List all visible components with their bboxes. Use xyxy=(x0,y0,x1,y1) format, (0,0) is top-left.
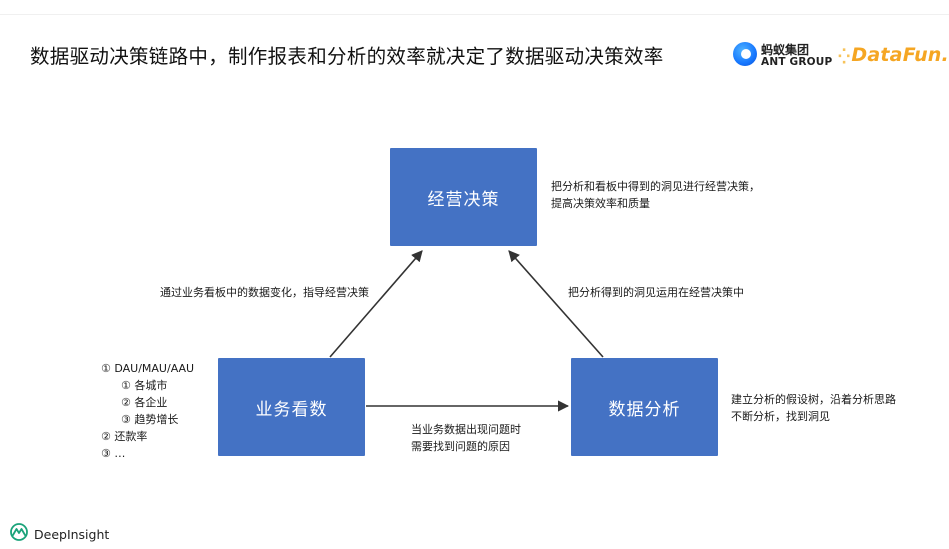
edge-label-right-to-top: 把分析得到的洞见运用在经营决策中 xyxy=(568,286,744,299)
ant-group-logo-icon xyxy=(733,42,757,66)
metric-item: ① DAU/MAU/AAU xyxy=(101,362,195,375)
node-business-decision: 经营决策 xyxy=(390,148,537,246)
edge-label-left-to-top: 通过业务看板中的数据变化，指导经营决策 xyxy=(160,286,369,299)
arrow-right-to-top xyxy=(508,250,604,358)
metric-item: ② 还款率 xyxy=(101,430,148,443)
footer-brand-text: DeepInsight xyxy=(34,526,110,542)
node-business-viewing: 业务看数 xyxy=(218,358,365,456)
page-title: 数据驱动决策链路中，制作报表和分析的效率就决定了数据驱动决策效率 xyxy=(30,45,664,68)
top-divider xyxy=(0,14,949,15)
note-analysis-line-2: 不断分析，找到洞见 xyxy=(731,410,830,423)
edge-label-left-to-right: 当业务数据出现问题时 需要找到问题的原因 xyxy=(411,421,521,455)
edge-label-left-to-right-line-2: 需要找到问题的原因 xyxy=(411,440,510,453)
metric-sub-item: ③ 趋势增长 xyxy=(121,413,179,426)
datafun-dots-icon: ⁛ xyxy=(838,49,851,65)
ant-group-logo: 蚂蚁集团 ANT GROUP xyxy=(733,40,833,72)
arrow-left-to-top xyxy=(329,250,423,358)
footer-brand: DeepInsight xyxy=(9,523,110,545)
node-data-analysis: 数据分析 xyxy=(571,358,718,456)
note-decision-line-2: 提高决策效率和质量 xyxy=(551,197,650,210)
note-decision-line-1: 把分析和看板中得到的洞见进行经营决策， xyxy=(551,180,760,193)
note-decision: 把分析和看板中得到的洞见进行经营决策， 提高决策效率和质量 xyxy=(551,178,760,212)
metric-item: ③ … xyxy=(101,447,126,460)
ant-group-cn-text: 蚂蚁集团 xyxy=(761,43,810,57)
datafun-logo-text: DataFun. xyxy=(851,44,949,66)
deepinsight-logo-icon xyxy=(9,523,29,545)
note-analysis-line-1: 建立分析的假设树，沿着分析思路 xyxy=(731,393,896,406)
ant-group-en-text: ANT GROUP xyxy=(761,56,833,68)
metrics-list: ① DAU/MAU/AAU ① 各城市 ② 各企业 ③ 趋势增长 ② 还款率 ③… xyxy=(101,360,194,462)
metric-sub-item: ② 各企业 xyxy=(121,396,168,409)
metric-sub-item: ① 各城市 xyxy=(121,379,168,392)
edge-label-left-to-right-line-1: 当业务数据出现问题时 xyxy=(411,423,521,436)
datafun-logo: ⁛DataFun. xyxy=(838,44,949,66)
note-analysis: 建立分析的假设树，沿着分析思路 不断分析，找到洞见 xyxy=(731,391,896,425)
